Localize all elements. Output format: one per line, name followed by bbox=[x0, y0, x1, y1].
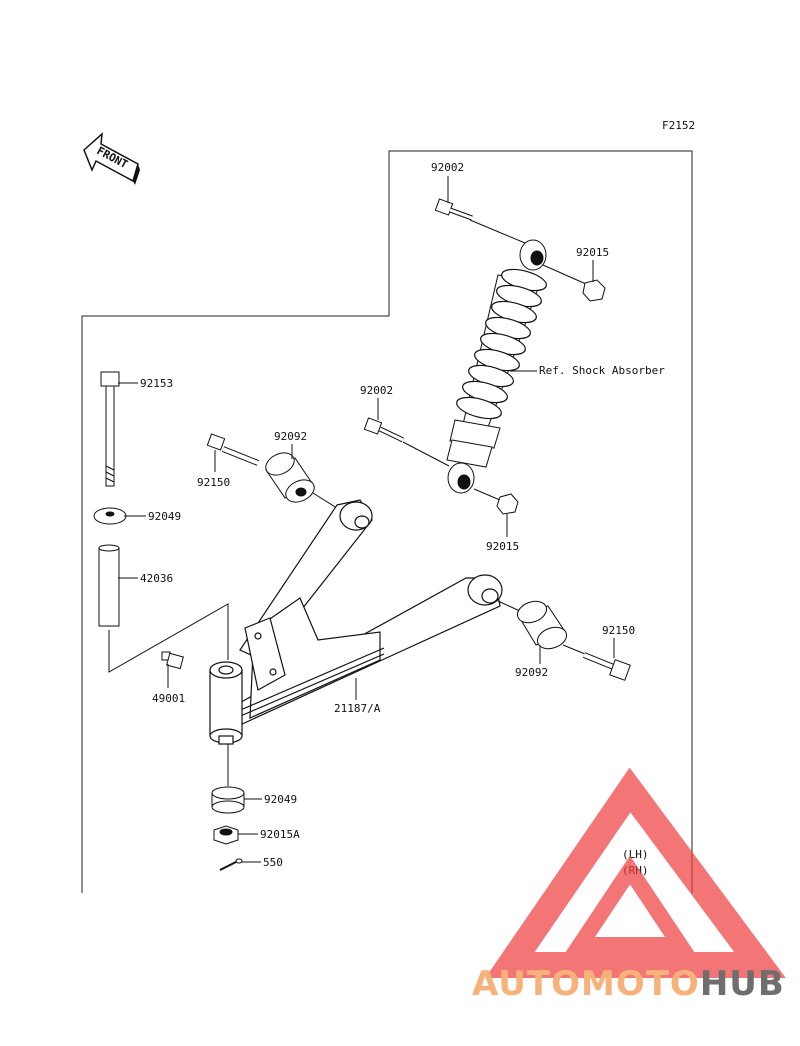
label-bushing-left: 92092 bbox=[274, 430, 307, 443]
cap-bottom bbox=[211, 786, 245, 814]
label-nut-mid: 92015 bbox=[486, 540, 519, 553]
label-side-lh: (LH) bbox=[622, 848, 649, 861]
diagram-frame bbox=[81, 150, 693, 893]
bushing-left bbox=[265, 452, 315, 503]
nut-top bbox=[582, 279, 606, 302]
grease-fitting bbox=[161, 651, 184, 670]
label-bushing-right: 92092 bbox=[515, 666, 548, 679]
cotter-pin bbox=[219, 858, 243, 871]
nut-mid bbox=[496, 493, 519, 515]
watermark-moto: MOTO bbox=[581, 964, 700, 1004]
front-arrow-icon: FRONT bbox=[83, 132, 140, 185]
washer-top bbox=[93, 507, 127, 525]
label-shock-ref: Ref. Shock Absorber bbox=[539, 364, 665, 377]
shock-absorber bbox=[434, 198, 606, 494]
label-sleeve: 42036 bbox=[140, 572, 173, 585]
label-washer-top: 92049 bbox=[148, 510, 181, 523]
a-arm bbox=[209, 499, 503, 745]
label-grease-fitting: 49001 bbox=[152, 692, 185, 705]
leader-lines bbox=[118, 176, 615, 863]
label-nut-bottom: 92015A bbox=[260, 828, 300, 841]
label-bolt-top: 92002 bbox=[431, 161, 464, 174]
label-arm: 21187/A bbox=[334, 702, 381, 715]
watermark-hub: HUB bbox=[700, 964, 785, 1004]
label-long-bolt: 92153 bbox=[140, 377, 173, 390]
label-cap-bottom: 92049 bbox=[264, 793, 297, 806]
nut-bottom bbox=[213, 825, 239, 845]
diagram-code: F2152 bbox=[662, 119, 695, 132]
watermark-auto: AUTO bbox=[472, 964, 581, 1004]
label-cotter-pin: 550 bbox=[263, 856, 283, 869]
long-bolt bbox=[100, 371, 120, 487]
shock-spring bbox=[456, 268, 547, 420]
label-bolt-right: 92150 bbox=[602, 624, 635, 637]
watermark-logo: AUTOMOTOHUB bbox=[472, 767, 786, 1004]
sleeve bbox=[98, 544, 120, 627]
bolt-left bbox=[206, 433, 260, 466]
watermark-triangle-icon bbox=[485, 767, 786, 978]
watermark-text: AUTOMOTOHUB bbox=[472, 964, 785, 1004]
bushing-right bbox=[516, 600, 568, 650]
label-nut-top: 92015 bbox=[576, 246, 609, 259]
bolt-right bbox=[582, 652, 631, 681]
bolt-mid bbox=[363, 417, 450, 467]
label-bolt-left: 92150 bbox=[197, 476, 230, 489]
label-bolt-mid: 92002 bbox=[360, 384, 393, 397]
bolt-top bbox=[434, 198, 473, 221]
